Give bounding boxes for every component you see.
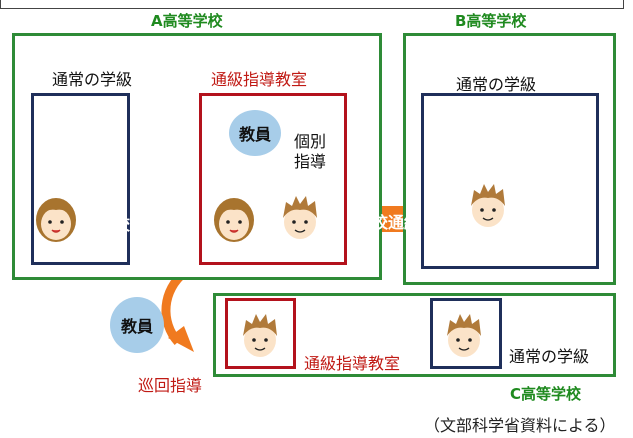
teacher-circle-a: 教員 (229, 110, 281, 156)
school-a-normal-label: 通常の学級 (52, 70, 133, 89)
student-boy-avatar-c-guided (243, 314, 277, 357)
student-boy-avatar-c (447, 314, 481, 357)
student-girl-avatar (36, 198, 76, 242)
school-c-title: C高等学校 (510, 385, 582, 403)
school-a-normal-box (31, 93, 130, 265)
student-boy-avatar-guided (283, 196, 317, 239)
school-b-normal-label: 通常の学級 (456, 75, 537, 94)
self-school-label: 自校通級 (98, 215, 163, 234)
student-boy-avatar-b (471, 184, 505, 227)
source-note: （文部科学省資料による） (424, 416, 616, 435)
school-c-normal-label: 通常の学級 (509, 347, 590, 366)
teacher-circle-c: 教員 (110, 297, 164, 353)
school-a-title: A高等学校 (151, 12, 223, 30)
top-frame (0, 0, 624, 9)
itinerant-label: 巡回指導 (138, 376, 203, 395)
other-school-label: 他校通級 (356, 213, 421, 232)
school-a-guidance-label: 通級指導教室 (211, 70, 308, 89)
individual-guidance-label: 個別 指導 (294, 132, 327, 171)
school-b-title: B高等学校 (455, 12, 527, 30)
school-b-normal-box (421, 93, 599, 269)
attend-label: 通級 (348, 317, 381, 336)
school-c-normal-box (430, 298, 502, 369)
student-girl-avatar-guided (214, 198, 254, 242)
teacher-label-a: 教員 (238, 125, 271, 144)
teacher-label-c: 教員 (120, 317, 153, 336)
school-c-guidance-label: 通級指導教室 (304, 354, 401, 373)
